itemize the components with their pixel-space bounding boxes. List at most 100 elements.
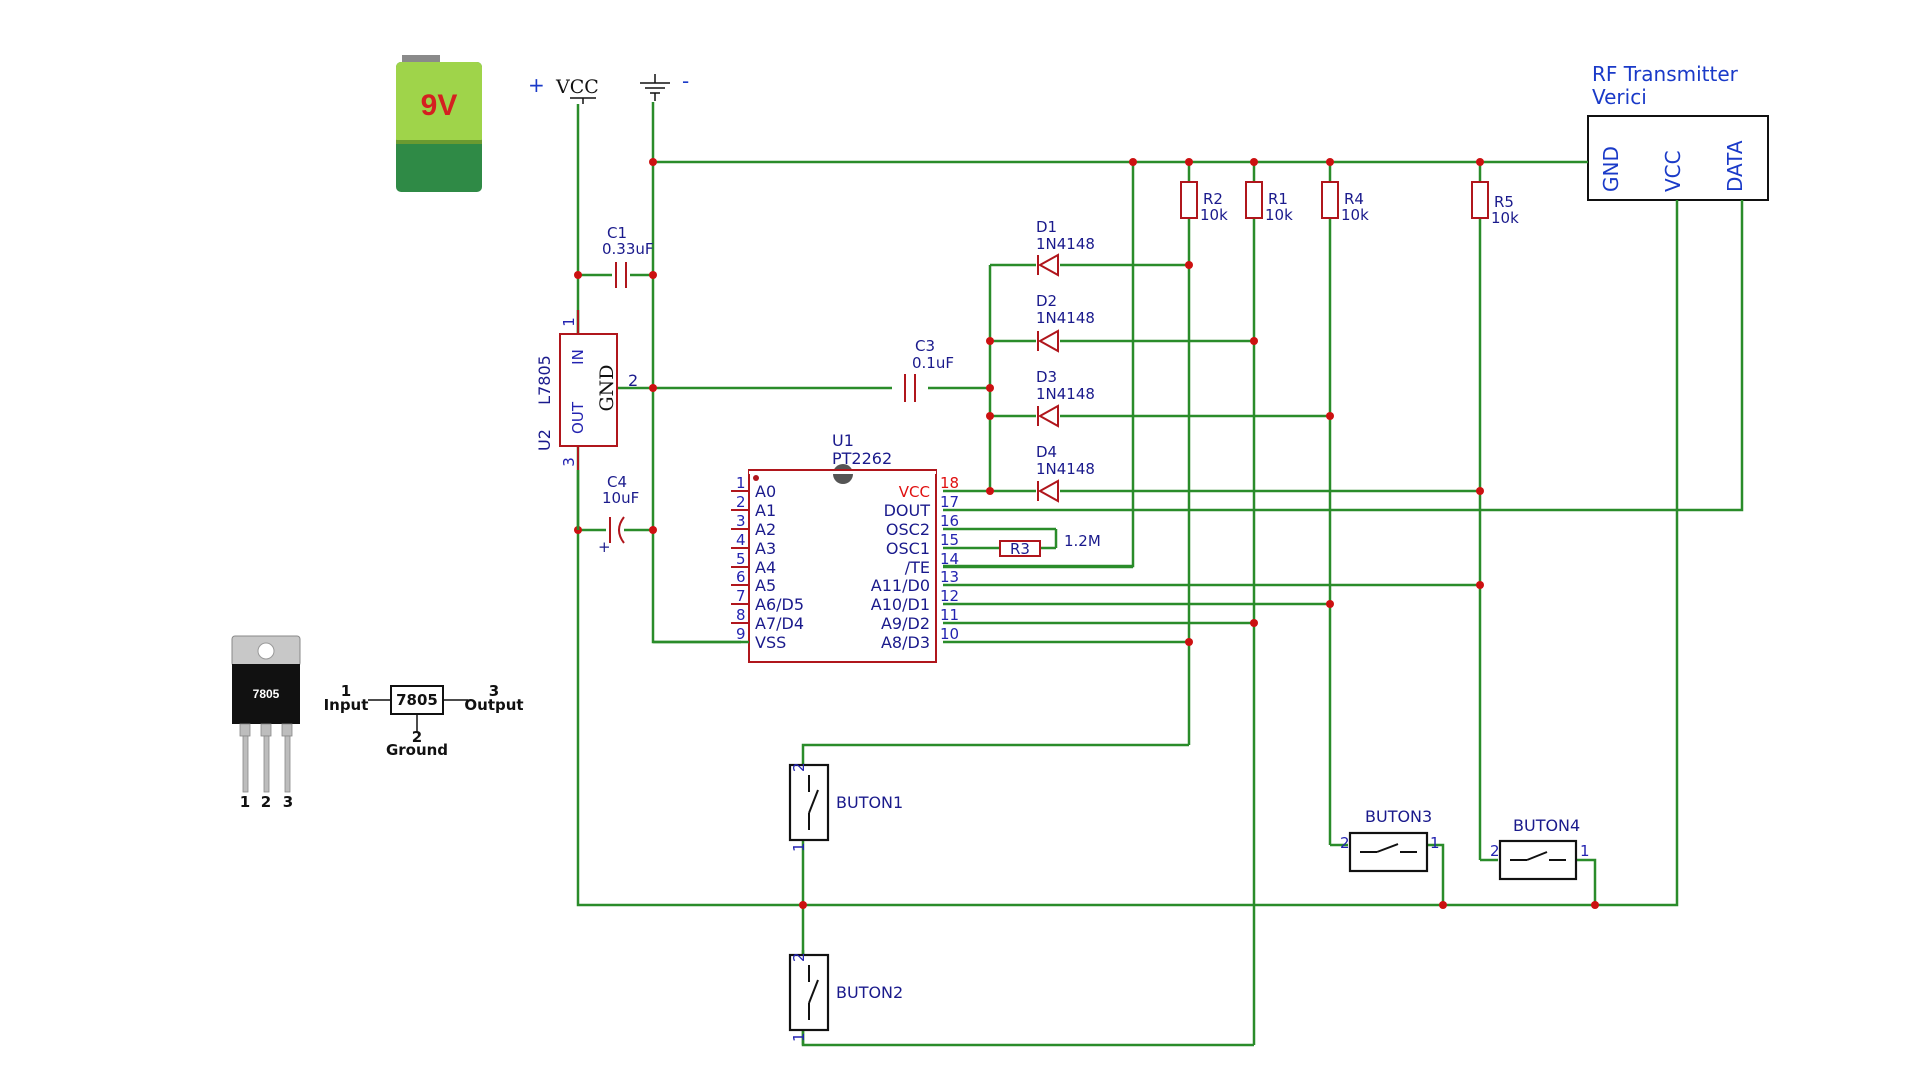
d2-ref: D2 xyxy=(1036,292,1057,310)
ic-pin-osc1: OSC1 xyxy=(886,539,930,558)
buton3-pin2: 2 xyxy=(1340,834,1350,852)
reg-pin1-num: 1 xyxy=(560,317,578,327)
buton4-pin2: 2 xyxy=(1490,842,1500,860)
package-block: 7805 1 Input 2 Ground 3 Output xyxy=(324,682,524,759)
package-pin3-name: Output xyxy=(464,696,523,714)
buton2-pin1: 1 xyxy=(790,1032,808,1042)
button-buton4: 2 1 BUTON4 xyxy=(1490,816,1590,881)
ic-pin-a0: A0 xyxy=(755,482,776,501)
button-buton2: 2 1 BUTON2 xyxy=(788,952,903,1042)
ic-ref: U1 xyxy=(832,431,854,450)
capacitor-c3: C3 0.1uF xyxy=(904,337,954,402)
ic-pin-a2: A2 xyxy=(755,520,776,539)
package-pin3-num: 3 xyxy=(489,682,499,700)
r1-value: 10k xyxy=(1265,206,1293,224)
reg-pin2-num: 2 xyxy=(628,371,638,390)
c3-ref: C3 xyxy=(915,337,935,355)
package-to220: 7805 1 2 3 xyxy=(231,635,301,811)
resistor-r4: R4 10k xyxy=(1321,181,1369,224)
ic-pin-13-num: 13 xyxy=(940,568,959,586)
ic-right-pins: 18 17 16 15 14 13 12 11 10 VCC DOUT OSC2… xyxy=(871,474,959,652)
battery-9v: 9V xyxy=(396,55,482,192)
ic-pin-9-num: 9 xyxy=(736,625,746,643)
resistor-r2: R2 10k xyxy=(1180,181,1228,224)
buton3-label: BUTON3 xyxy=(1365,807,1432,826)
d4-value: 1N4148 xyxy=(1036,460,1095,478)
ic-pin-vcc: VCC xyxy=(899,483,930,501)
rf-pin-vcc: VCC xyxy=(1661,150,1685,192)
diode-d4: D4 1N4148 xyxy=(1036,443,1095,503)
package-body-label: 7805 xyxy=(253,687,280,701)
ic-pin-7-num: 7 xyxy=(736,587,746,605)
battery-label: 9V xyxy=(421,89,458,122)
package-leg-1: 1 xyxy=(240,793,250,811)
junction-dots xyxy=(574,158,1599,909)
buton2-pin2: 2 xyxy=(790,952,808,962)
d1-ref: D1 xyxy=(1036,218,1057,236)
svg-text:+: + xyxy=(598,538,611,556)
reg-pin3-num: 3 xyxy=(560,457,578,467)
ic-pin-a7-d4: A7/D4 xyxy=(755,614,804,633)
ic-pin-3-num: 3 xyxy=(736,512,746,530)
ic-pin-osc2: OSC2 xyxy=(886,520,930,539)
reg-pin-gnd: GND xyxy=(596,364,618,411)
package-pin1-num: 1 xyxy=(341,682,351,700)
diode-d2: D2 1N4148 xyxy=(1036,292,1095,353)
c4-value: 10uF xyxy=(602,489,639,507)
ic-pin-6-num: 6 xyxy=(736,568,746,586)
plus-sign: + xyxy=(528,73,545,97)
ic-pin-a10-d1: A10/D1 xyxy=(871,595,930,614)
reg-ref: U2 xyxy=(535,429,554,451)
c1-ref: C1 xyxy=(607,224,627,242)
ic-pin-16-num: 16 xyxy=(940,512,959,530)
rf-title-line1: RF Transmitter xyxy=(1592,62,1739,86)
r3-value: 1.2M xyxy=(1064,532,1101,550)
resistor-r1: R1 10k xyxy=(1245,181,1293,224)
ic-pin-a9-d2: A9/D2 xyxy=(881,614,930,633)
c4-ref: C4 xyxy=(607,473,627,491)
ic-pin-1-num: 1 xyxy=(736,474,746,492)
r4-value: 10k xyxy=(1341,206,1369,224)
r2-ref: R2 xyxy=(1203,190,1223,208)
c1-value: 0.33uF xyxy=(602,240,654,258)
resistor-r3: R3 1.2M xyxy=(999,532,1101,558)
button-buton3: 2 1 BUTON3 xyxy=(1340,807,1440,873)
ic-pin-te: /TE xyxy=(905,558,930,577)
ic-pin-a5: A5 xyxy=(755,576,776,595)
ic-pin-a11-d0: A11/D0 xyxy=(871,576,930,595)
d4-ref: D4 xyxy=(1036,443,1057,461)
package-block-label: 7805 xyxy=(396,691,438,709)
diode-d3: D3 1N4148 xyxy=(1036,368,1095,428)
d1-value: 1N4148 xyxy=(1036,235,1095,253)
ic-pin-11-num: 11 xyxy=(940,606,959,624)
ground-symbol xyxy=(640,74,670,101)
ic-pin-15-num: 15 xyxy=(940,531,959,549)
c3-value: 0.1uF xyxy=(912,354,954,372)
ic-pin-5-num: 5 xyxy=(736,550,746,568)
r2-value: 10k xyxy=(1200,206,1228,224)
buton1-pin2: 2 xyxy=(790,762,808,772)
d3-value: 1N4148 xyxy=(1036,385,1095,403)
package-leg-3: 3 xyxy=(283,793,293,811)
ic-pin-a1: A1 xyxy=(755,501,776,520)
rf-pin-data: DATA xyxy=(1723,140,1747,192)
ic-pin-18-num: 18 xyxy=(940,474,959,492)
ic-pin-17-num: 17 xyxy=(940,493,959,511)
package-pin1-name: Input xyxy=(324,696,369,714)
ic-pin-a3: A3 xyxy=(755,539,776,558)
buton1-label: BUTON1 xyxy=(836,793,903,812)
package-pin2-num: 2 xyxy=(412,728,422,746)
ic-u1: U1 PT2262 1 2 3 4 5 6 7 8 xyxy=(653,431,959,663)
rf-pin-gnd: GND xyxy=(1599,146,1623,192)
rf-module-box xyxy=(1587,115,1769,201)
rf-title-line2: Verici xyxy=(1592,85,1647,109)
d3-ref: D3 xyxy=(1036,368,1057,386)
diode-d1: D1 1N4148 xyxy=(1036,218,1095,277)
reg-pin-out: OUT xyxy=(569,401,587,434)
r5-ref: R5 xyxy=(1494,193,1514,211)
package-pin2-name: Ground xyxy=(386,741,448,759)
reg-pin-in: IN xyxy=(569,349,587,365)
package-leg-2: 2 xyxy=(261,793,271,811)
buton2-label: BUTON2 xyxy=(836,983,903,1002)
